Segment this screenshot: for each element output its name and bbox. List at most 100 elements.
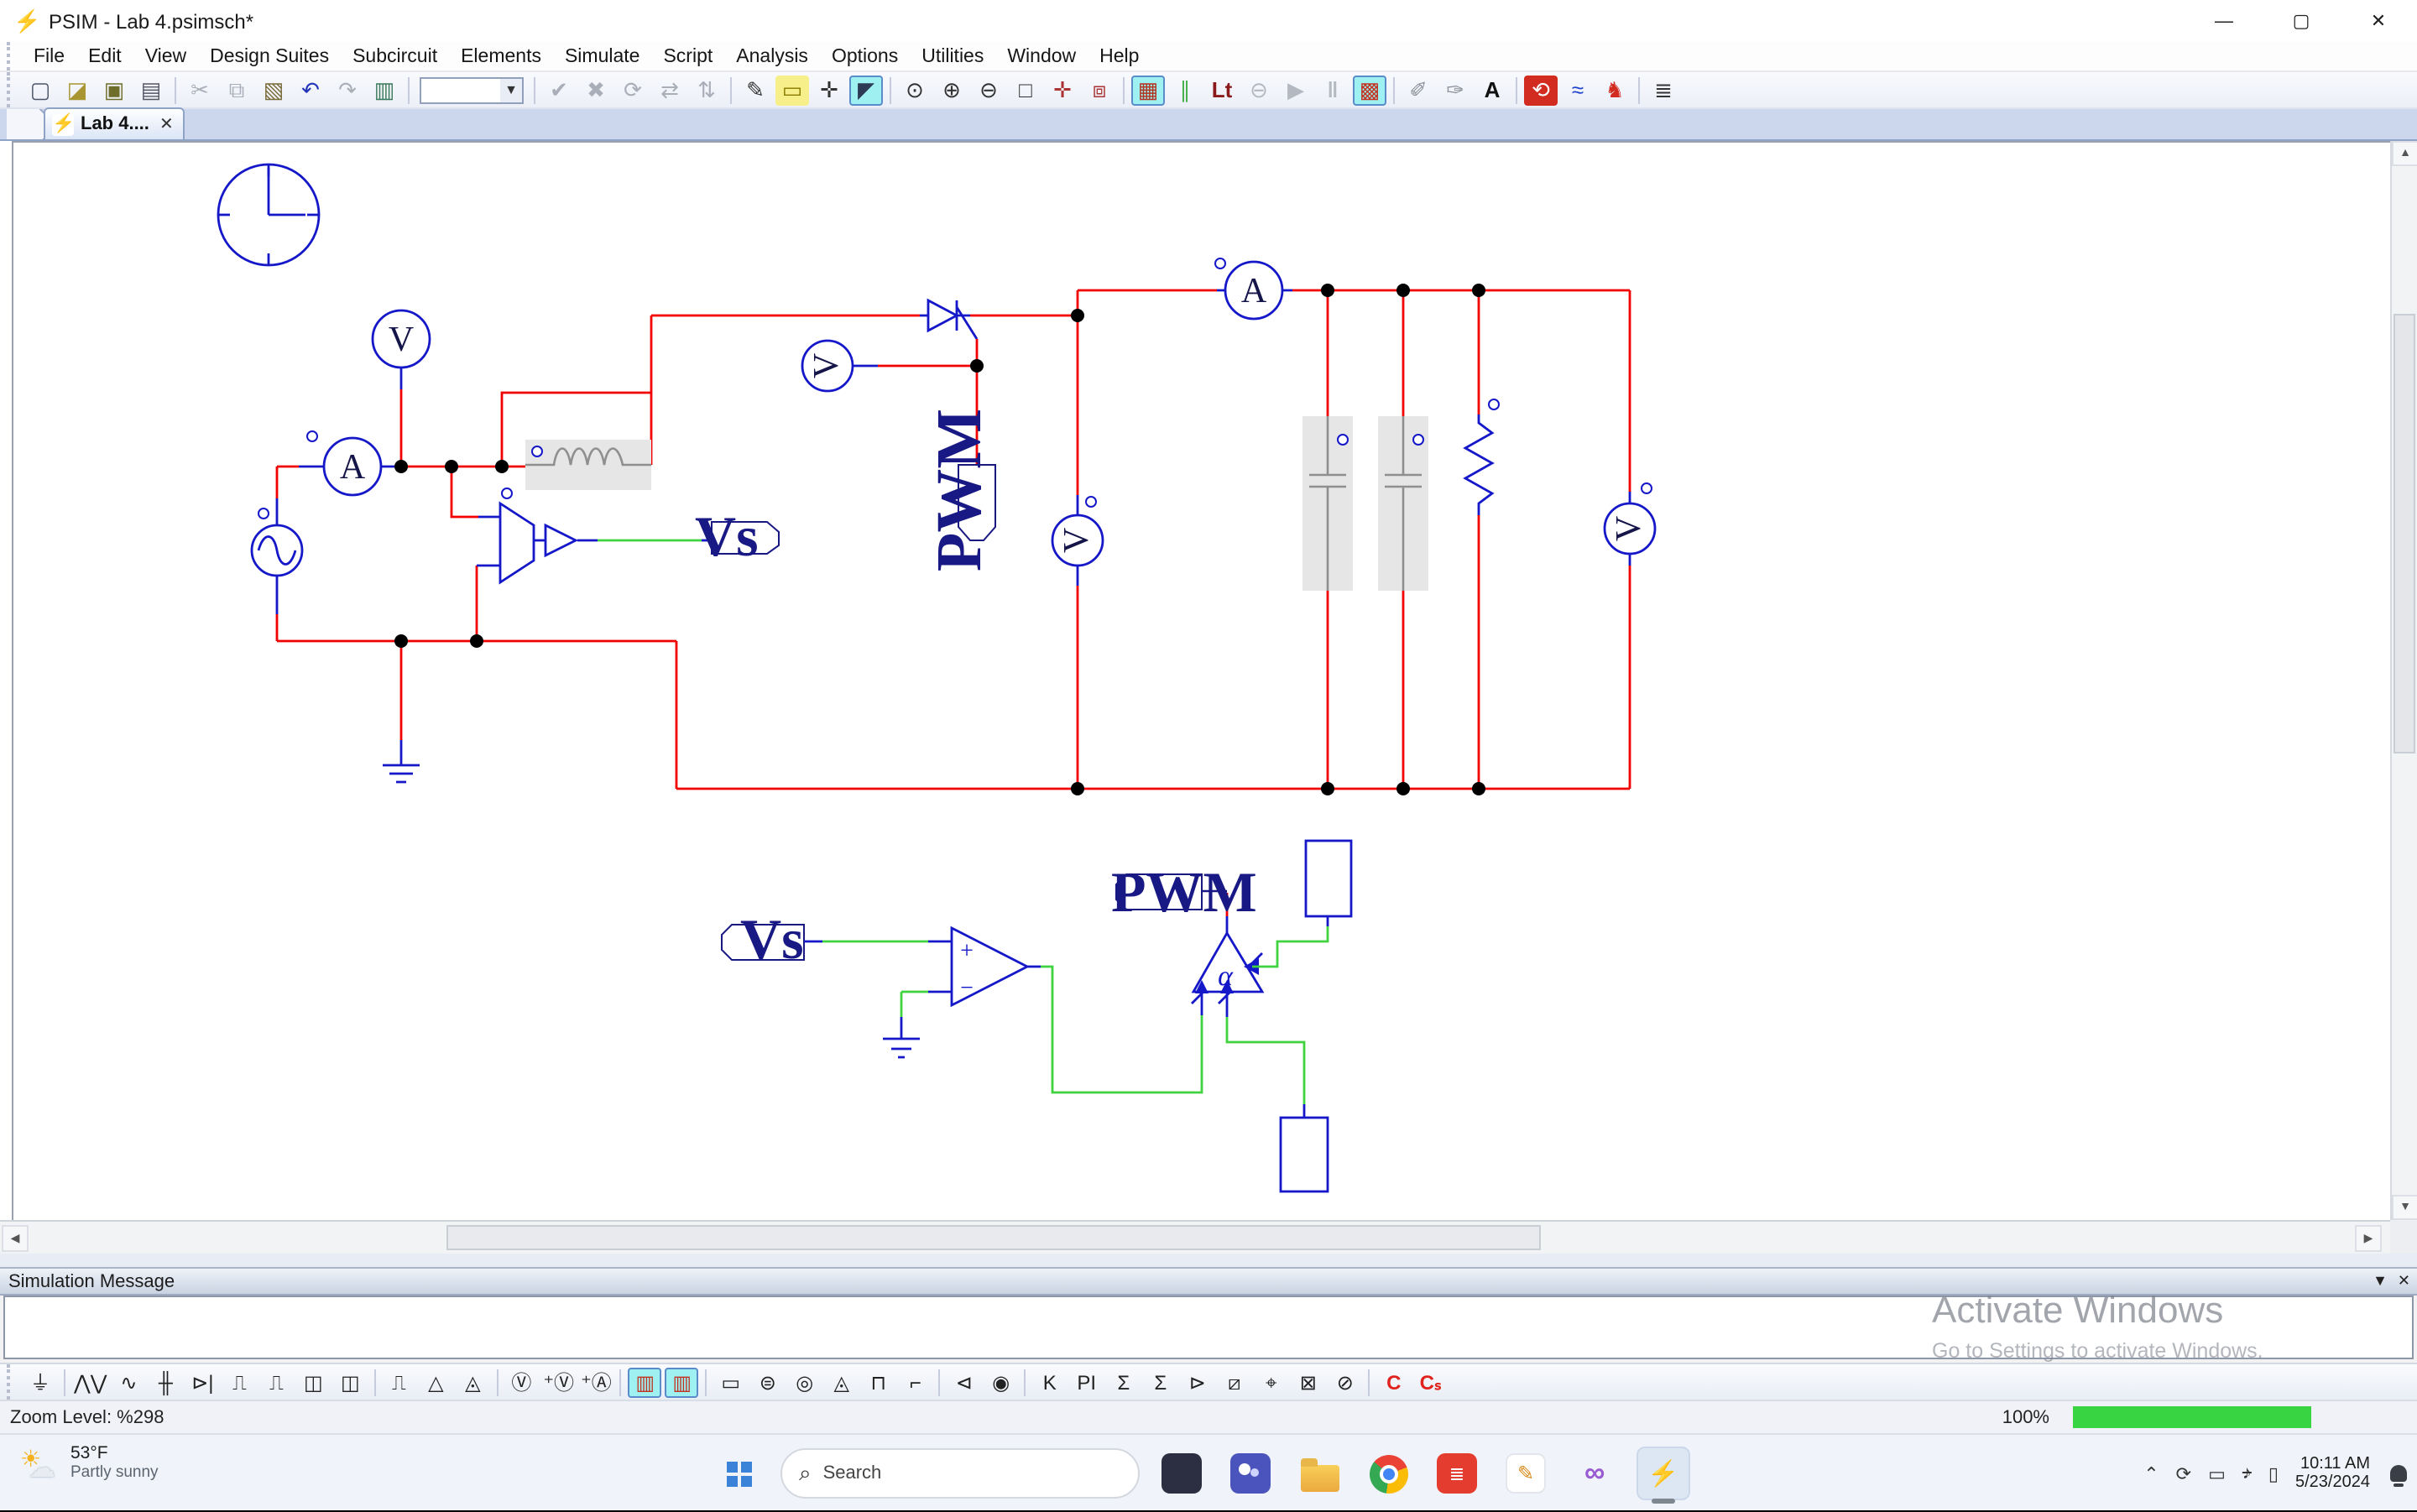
select-pointer-icon[interactable]: ◤ [849, 75, 883, 105]
vertical-scrollbar[interactable]: ▲ ▼ [2390, 141, 2417, 1220]
menu-item-script[interactable]: Script [663, 46, 713, 66]
signal-wire[interactable] [1041, 965, 1203, 1094]
tray-battery-icon[interactable]: ▯ [2268, 1464, 2279, 1484]
summer2-block-icon[interactable]: Σ [1154, 1370, 1167, 1394]
tray-chevron-up-icon[interactable]: ⌃ [2143, 1464, 2159, 1484]
square-wave-block-icon[interactable]: ⎍ [391, 1370, 406, 1394]
taskbar-red-app[interactable]: ≣ [1430, 1447, 1484, 1500]
new-file-icon[interactable]: ▢ [29, 76, 51, 102]
zoom-combo[interactable]: ▼ [420, 76, 524, 103]
pan-hand-icon[interactable]: ✛ [820, 76, 838, 102]
scroll-down-icon[interactable]: ▼ [2392, 1195, 2417, 1220]
simcoder-icon[interactable]: ⟲ [1524, 75, 1558, 105]
divider-block-icon[interactable]: ⊘ [1336, 1370, 1354, 1394]
cs-script-icon[interactable]: Cₛ [1419, 1370, 1442, 1394]
parameter-block-top[interactable] [1304, 839, 1353, 918]
parameter-block-bottom[interactable] [1279, 1116, 1329, 1193]
ground-element-icon[interactable]: ⏚ [29, 1370, 50, 1394]
apply-icon[interactable]: ✔ [550, 76, 568, 102]
menu-item-simulate[interactable]: Simulate [564, 46, 640, 66]
taskbar-visual-studio[interactable]: ∞ [1568, 1447, 1621, 1500]
taskbar-photo-app[interactable] [1155, 1447, 1208, 1500]
subcircuit-view-icon[interactable]: ▦ [1131, 75, 1165, 105]
taskbar-chrome[interactable] [1361, 1447, 1415, 1500]
waveform-icon[interactable]: ≈ [1571, 76, 1584, 102]
opamp-element-icon[interactable]: △ [428, 1370, 444, 1394]
menu-item-subcircuit[interactable]: Subcircuit [352, 46, 438, 66]
comparator-opamp[interactable]: + − [928, 925, 1031, 1008]
thyristor[interactable] [920, 298, 979, 340]
stop-simulation-icon[interactable]: ⊖ [1250, 76, 1268, 102]
scope-2ch-icon[interactable]: ▥ [628, 1367, 662, 1397]
pwm-label-top[interactable]: PWM [924, 409, 996, 571]
menu-item-file[interactable]: File [34, 46, 65, 66]
pause-simulation-icon[interactable]: ‖ [1327, 76, 1339, 102]
scroll-right-icon[interactable]: ▶ [2355, 1225, 2382, 1252]
tab-close-icon[interactable]: ✕ [159, 115, 174, 133]
library-browser-icon[interactable]: ▥ [373, 76, 395, 102]
summer-block-icon[interactable]: Σ [1117, 1370, 1130, 1394]
rotate-icon[interactable]: ⟳ [624, 76, 642, 102]
combo-dropdown-icon[interactable]: ▼ [500, 78, 522, 102]
diode-element-icon[interactable]: ⊳| [191, 1370, 214, 1394]
node-probe-icon[interactable]: ◉ [992, 1370, 1010, 1394]
multiplier-block-icon[interactable]: ⊠ [1299, 1370, 1317, 1394]
menu-item-help[interactable]: Help [1099, 46, 1140, 66]
label-icon[interactable]: ▭ [775, 75, 809, 105]
menu-item-options[interactable]: Options [831, 46, 899, 66]
vertical-scroll-thumb[interactable] [2394, 314, 2415, 753]
ammeter-input[interactable]: A [299, 430, 396, 497]
pi-block-icon[interactable]: PI [1077, 1370, 1097, 1394]
capacitor-2-selected[interactable] [1378, 416, 1428, 591]
c-script-icon[interactable]: C [1386, 1370, 1402, 1394]
scroll-up-icon[interactable]: ▲ [2392, 141, 2417, 166]
text-tool-icon[interactable]: A [1484, 76, 1501, 102]
voltage-probe-output[interactable]: V [1603, 482, 1657, 566]
differential-probe-icon[interactable]: ✑ [1446, 76, 1464, 102]
capacitor-element-icon[interactable]: ╫ [158, 1370, 173, 1394]
simulation-message-body[interactable] [3, 1296, 2414, 1359]
paste-icon[interactable]: ▧ [263, 76, 285, 102]
taskbar-clock[interactable]: 10:11 AM 5/23/2024 [2295, 1455, 2370, 1492]
block-element-icon[interactable]: ▭ [721, 1370, 741, 1394]
ammeter-output[interactable]: A [1214, 258, 1292, 321]
zoom-out-icon[interactable]: ⊖ [979, 76, 998, 102]
menu-item-analysis[interactable]: Analysis [736, 46, 808, 66]
taskbar-teams[interactable] [1224, 1447, 1277, 1500]
tab-lab4[interactable]: ⚡ Lab 4.... ✕ [44, 107, 185, 139]
cut-icon[interactable]: ✂ [191, 76, 209, 102]
voltage-probe-mid[interactable]: V [1051, 495, 1104, 586]
zoom-in-icon[interactable]: ⊕ [942, 76, 961, 102]
opamp2-element-icon[interactable]: ◬ [465, 1370, 481, 1394]
dc-source-icon[interactable]: ⊜ [759, 1370, 776, 1394]
ground-symbol[interactable] [383, 740, 420, 784]
panel-splitter[interactable] [0, 1254, 2417, 1267]
ac-voltage-source[interactable] [250, 498, 304, 614]
close-button[interactable]: ✕ [2370, 12, 2387, 32]
wire[interactable] [500, 391, 651, 467]
print-icon[interactable]: ▤ [140, 76, 162, 102]
panel-collapse-icon[interactable]: ▼ [2373, 1272, 2388, 1289]
tray-volume-muted-icon[interactable]: ♪ [2242, 1463, 2252, 1483]
voltmeter-input[interactable]: V [371, 309, 431, 389]
zoom-window-icon[interactable]: ⧈ [1092, 76, 1107, 102]
menu-item-edit[interactable]: Edit [88, 46, 122, 66]
scope-1ch-icon[interactable]: ▥ [665, 1367, 699, 1397]
comparator-block-icon[interactable]: ⊳ [1188, 1370, 1206, 1394]
thyristor-module-icon[interactable]: ◫ [304, 1370, 323, 1394]
scroll-left-icon[interactable]: ◀ [2, 1225, 29, 1252]
maximize-button[interactable]: ▢ [2292, 12, 2310, 32]
taskbar-file-explorer[interactable] [1292, 1447, 1346, 1500]
outline-list-icon[interactable]: ≣ [1654, 76, 1673, 102]
sine-source-icon[interactable]: ◎ [796, 1370, 814, 1394]
step-source-icon[interactable]: ⌐ [909, 1370, 921, 1394]
current-source-icon[interactable]: ⁺Ⓐ [581, 1370, 612, 1394]
copy-icon[interactable]: ⧉ [228, 76, 245, 102]
diode-module-icon[interactable]: ◫ [341, 1370, 360, 1394]
vs-label-bottom[interactable]: Vs [721, 907, 805, 971]
cancel-icon[interactable]: ✖ [587, 76, 605, 102]
signal-wire[interactable] [1252, 926, 1329, 968]
limiter-block-icon[interactable]: ⧄ [1228, 1370, 1241, 1394]
tray-display-icon[interactable]: ▭ [2208, 1464, 2226, 1484]
inductor-selected[interactable] [525, 440, 651, 490]
